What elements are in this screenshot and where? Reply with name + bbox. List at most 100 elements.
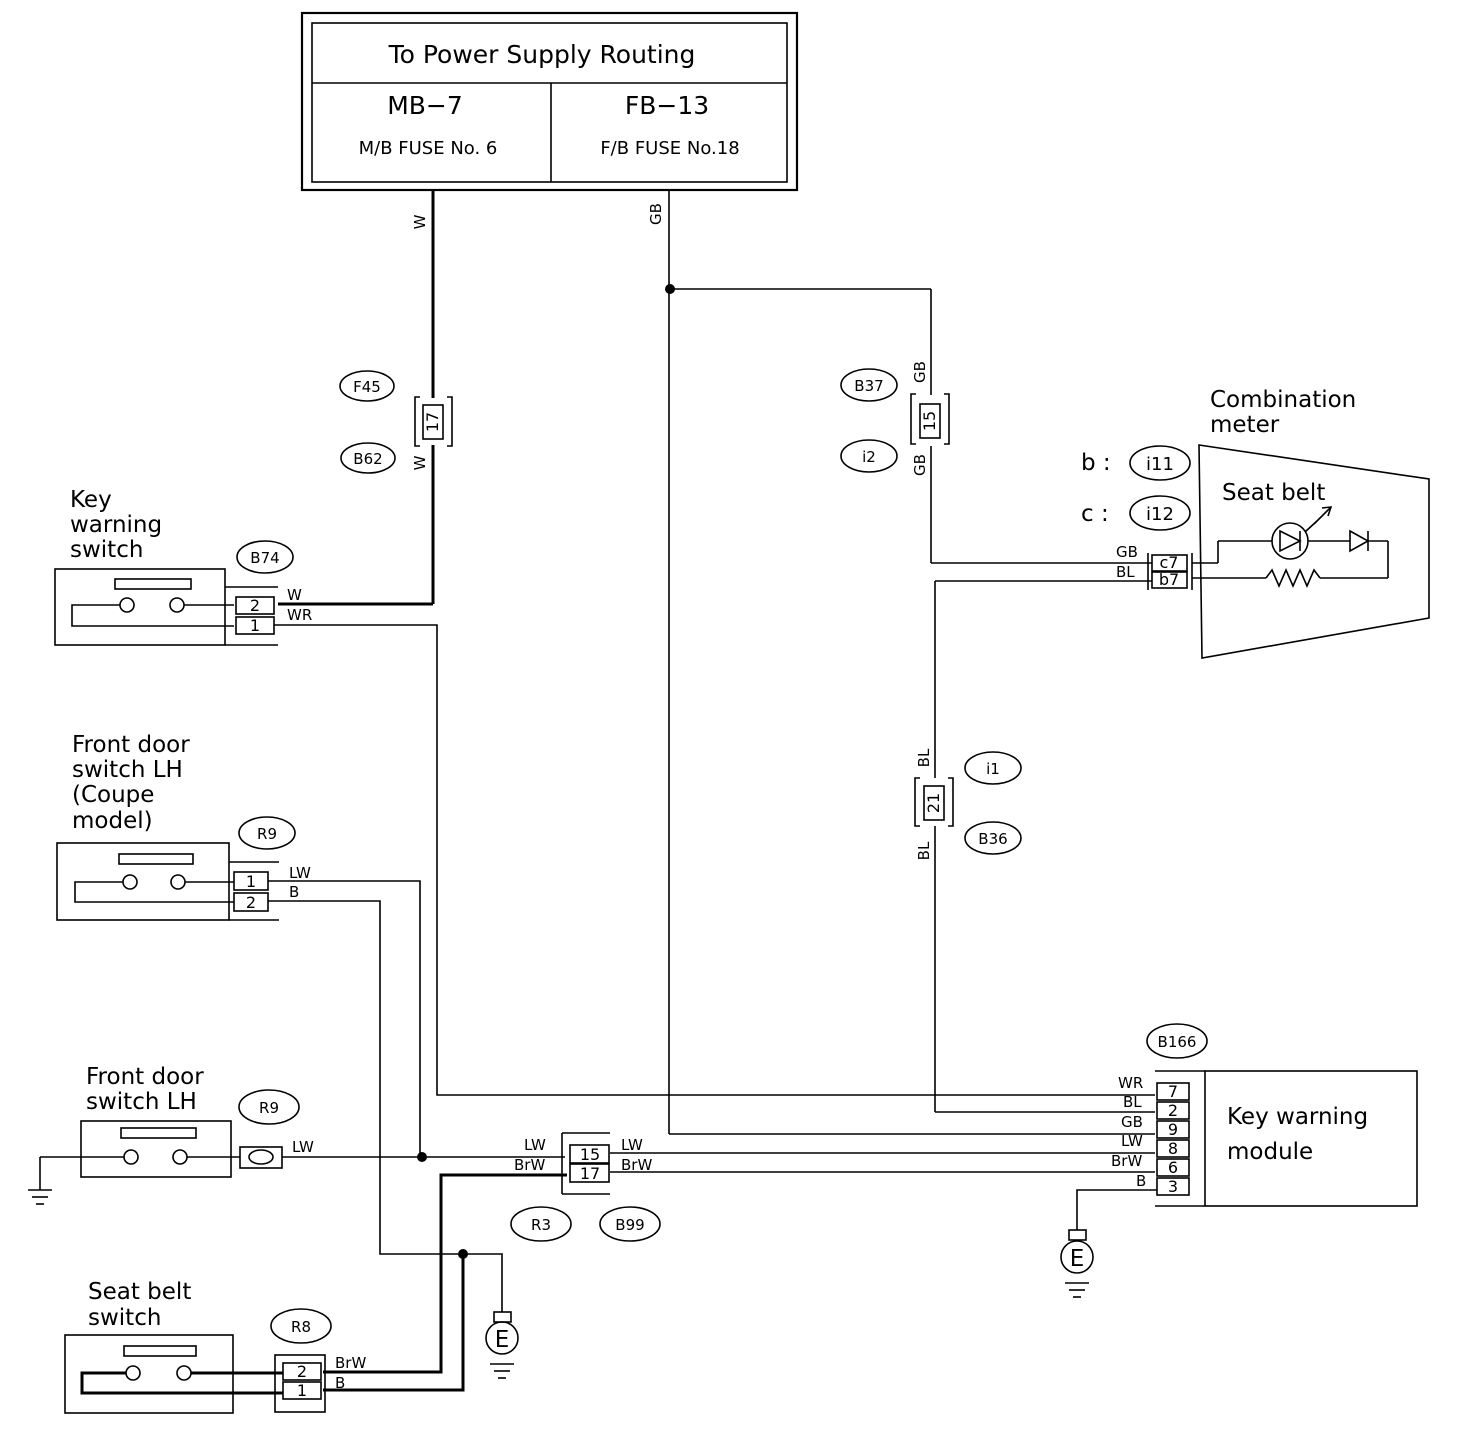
connector-label-b36: B36 xyxy=(978,830,1007,848)
seat-belt-warning-lamp-icon xyxy=(1271,522,1309,560)
connector-label-b74: B74 xyxy=(250,549,279,567)
wire-label-r9-b: B xyxy=(289,883,299,901)
wire-label-r9-lw: LW xyxy=(289,864,311,882)
connector-label-i11: i11 xyxy=(1146,454,1174,475)
connector-f45-b62: 17 F45 B62 xyxy=(339,370,453,474)
wire-label-meter-bl: BL xyxy=(1116,563,1135,581)
ground-e-module: E xyxy=(1060,1229,1094,1298)
wire-label-r8-b: B xyxy=(335,1374,345,1392)
ground-icon xyxy=(485,1321,519,1355)
door-coupe-label-line1: Front door xyxy=(72,732,190,758)
wire-label-mod-brw: BrW xyxy=(1111,1152,1142,1170)
pin-2-b74: 2 xyxy=(250,596,260,615)
wire-label-mod-lw: LW xyxy=(1121,1132,1143,1150)
connector-label-r3: R3 xyxy=(531,1216,551,1234)
wire-label-r8-brw: BrW xyxy=(335,1354,366,1372)
seatbelt-switch-label-line2: switch xyxy=(88,1305,161,1331)
connector-label-i1: i1 xyxy=(986,760,1000,778)
wire-label-gb-b37-low: GB xyxy=(911,454,929,476)
fb-code: FB−13 xyxy=(625,91,709,120)
wire-label-r3-brw-right: BrW xyxy=(621,1156,652,1174)
b-wire-module-ground xyxy=(1076,1189,1157,1230)
ground-icon xyxy=(1060,1240,1094,1274)
meter-outline xyxy=(1198,444,1430,659)
junction-dot xyxy=(458,1249,468,1259)
light-emission-icon xyxy=(1304,507,1331,533)
pin-1-r9: 1 xyxy=(246,872,256,891)
power-supply-box: To Power Supply Routing MB−7 M/B FUSE No… xyxy=(300,11,799,192)
connector-label-r8: R8 xyxy=(291,1318,311,1336)
wire-label-gb-b37-up: GB xyxy=(911,361,929,383)
brw-wire-seatbelt xyxy=(323,1173,567,1374)
connector-label-i12: i12 xyxy=(1146,504,1174,525)
wire-label-gb-top: GB xyxy=(647,203,665,225)
wire-label-bl-i1-up: BL xyxy=(915,748,933,767)
wire-label-r3-lw-right: LW xyxy=(621,1136,643,1154)
pin-1-r8: 1 xyxy=(297,1381,307,1400)
connector-label-b62: B62 xyxy=(353,450,382,468)
pin-c7: c7 xyxy=(1160,553,1179,572)
seat-belt-switch: Seat belt switch 2 1 R8 BrW B xyxy=(64,1279,366,1414)
diode-icon xyxy=(1349,529,1370,553)
wire-label-r3-lw-left: LW xyxy=(524,1136,546,1154)
pin-2-r8: 2 xyxy=(297,1362,307,1381)
wire-label-b74-w: W xyxy=(287,586,302,604)
key-switch-label-line2: warning xyxy=(70,512,162,538)
front-door-switch-coupe: Front door switch LH (Coupe model) 1 2 R… xyxy=(56,732,311,921)
mb-fuse: M/B FUSE No. 6 xyxy=(359,138,498,159)
wire-label-mod-bl: BL xyxy=(1123,1093,1142,1111)
door-coupe-label-line4: model) xyxy=(72,808,153,834)
connector-r3-b99: 15 17 LW BrW LW BrW R3 B99 xyxy=(510,1132,661,1242)
wire-label-fd-lw: LW xyxy=(292,1138,314,1156)
ground-e-seatbelt: E xyxy=(485,1311,519,1379)
pin-b7: b7 xyxy=(1159,570,1179,589)
meter-c-prefix: c : xyxy=(1081,501,1109,527)
key-warning-module: B166 Key warning module 7 2 9 8 6 3 WR B… xyxy=(1111,1023,1418,1207)
w-wire: W W xyxy=(278,190,435,606)
connector-label-f45: F45 xyxy=(353,378,381,396)
connector-label-b99: B99 xyxy=(615,1216,644,1234)
resistor-icon xyxy=(1265,568,1321,588)
key-switch-label-line3: switch xyxy=(70,537,143,563)
ground-icon xyxy=(28,1189,52,1205)
b-wire-seatbelt xyxy=(323,1254,465,1392)
door-coupe-label-line3: (Coupe xyxy=(72,782,154,808)
connector-label-r9: R9 xyxy=(259,1099,279,1117)
key-warning-switch: Key warning switch 2 1 B74 W WR xyxy=(54,487,312,646)
fb-fuse: F/B FUSE No.18 xyxy=(600,138,739,159)
junction-dot xyxy=(417,1152,427,1162)
wire-label-mod-gb: GB xyxy=(1121,1113,1143,1131)
pin-8-b166: 8 xyxy=(1168,1139,1178,1158)
ground-label-e2: E xyxy=(1070,1246,1085,1272)
front-door-switch: Front door switch LH R9 LW xyxy=(28,1064,314,1205)
pin-2-b166: 2 xyxy=(1168,1101,1178,1120)
connector-b37-i2: 15 B37 i2 xyxy=(840,368,950,473)
pin-17-f45: 17 xyxy=(423,412,442,432)
wire-label-b74-wr: WR xyxy=(287,606,312,624)
pin-15-r3: 15 xyxy=(580,1145,600,1164)
power-supply-title: To Power Supply Routing xyxy=(388,40,696,69)
pin-15-b37: 15 xyxy=(920,411,939,431)
gb-wire: GB GB GB xyxy=(647,190,1155,1135)
pin-1-b74: 1 xyxy=(250,616,260,635)
wire-label-mod-b: B xyxy=(1136,1172,1146,1190)
mb-code: MB−7 xyxy=(387,91,463,120)
wire-label-mod-wr: WR xyxy=(1118,1074,1143,1092)
connector-label-b166: B166 xyxy=(1158,1033,1197,1051)
connector-label-i2: i2 xyxy=(862,448,876,466)
lw-wire-coupe xyxy=(268,880,421,1155)
connector-label-r9-coupe: R9 xyxy=(257,825,277,843)
wire-label-meter-gb: GB xyxy=(1116,543,1138,561)
wire-label-bl-i1-low: BL xyxy=(915,841,933,860)
b-wire-coupe xyxy=(268,900,503,1312)
pin-7-b166: 7 xyxy=(1168,1082,1178,1101)
key-switch-label-line1: Key xyxy=(70,487,112,513)
pin-6-b166: 6 xyxy=(1168,1158,1178,1177)
door-label-line2: switch LH xyxy=(86,1089,197,1115)
connector-i1-b36: 21 i1 B36 xyxy=(914,751,1022,855)
module-label-line2: module xyxy=(1227,1139,1313,1165)
pin-2-r9: 2 xyxy=(246,893,256,912)
wire-label-w-low: W xyxy=(411,455,429,470)
pin-17-r3: 17 xyxy=(580,1164,600,1183)
